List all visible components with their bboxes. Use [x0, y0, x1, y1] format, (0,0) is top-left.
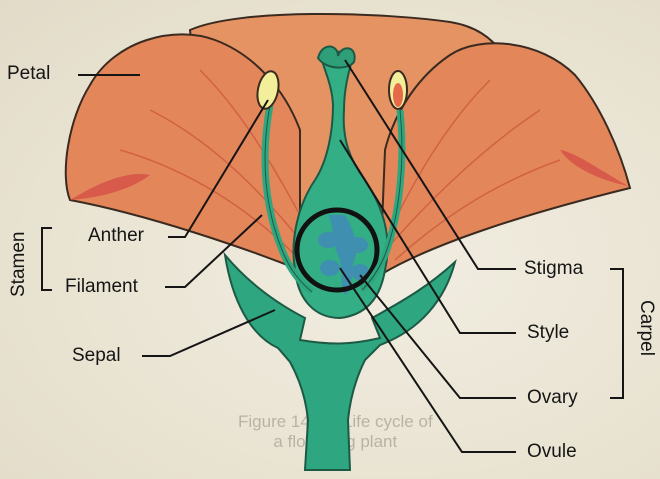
label-anther: Anther — [88, 226, 144, 245]
label-filament: Filament — [65, 277, 138, 296]
label-style: Style — [527, 323, 569, 342]
label-stigma: Stigma — [524, 259, 583, 278]
label-sepal: Sepal — [72, 346, 121, 365]
label-ovule: Ovule — [527, 442, 577, 461]
carpel-bracket — [610, 269, 623, 398]
stigma-shape — [318, 47, 355, 68]
label-carpel: Carpel — [637, 300, 656, 356]
label-stamen: Stamen — [9, 232, 28, 297]
label-ovary: Ovary — [527, 388, 578, 407]
stamen-bracket — [42, 228, 52, 290]
label-petal: Petal — [7, 64, 50, 83]
